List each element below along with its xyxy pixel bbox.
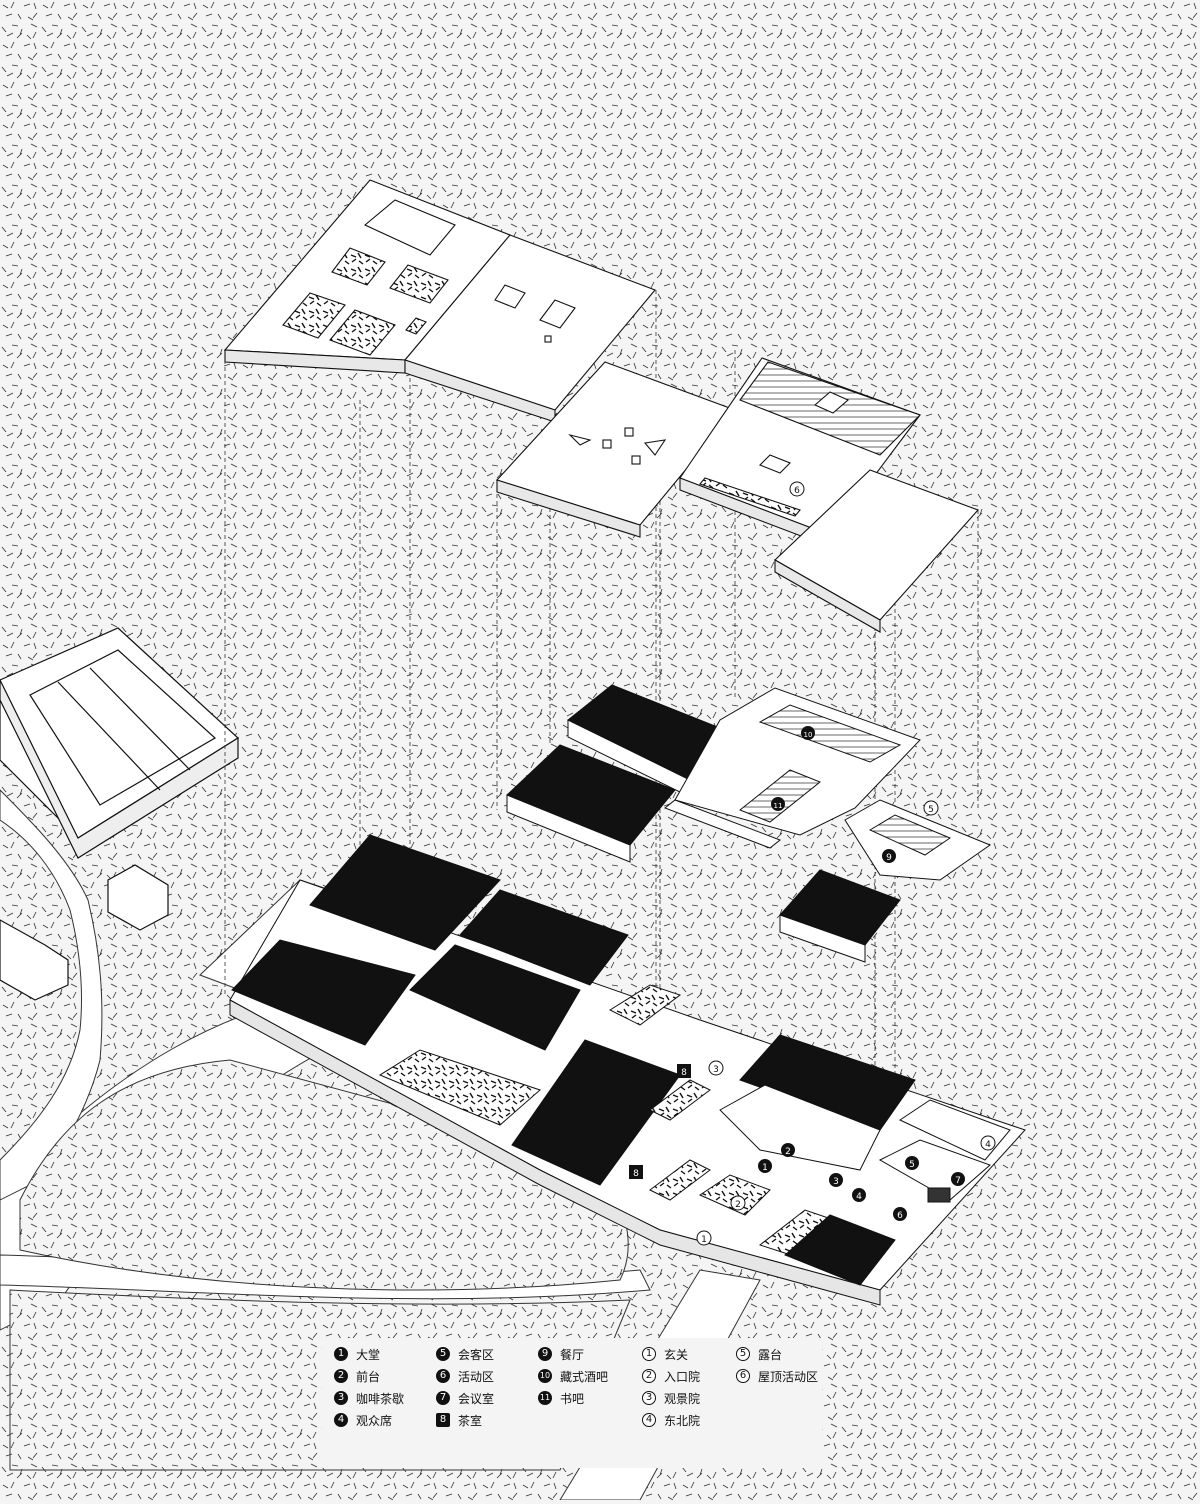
legend-item-5: 5 会客区 bbox=[436, 1344, 494, 1364]
plan-marker-open-1: 1 bbox=[696, 1230, 712, 1246]
legend-item-10: 10 藏式酒吧 bbox=[538, 1369, 609, 1384]
plan-marker-open-2: 2 bbox=[730, 1195, 746, 1211]
svg-text:2: 2 bbox=[735, 1200, 741, 1210]
legend: 1 大堂 2 前台 3 咖啡茶歇 4 观众席 5 会客区 6 活动区 7 会议室… bbox=[322, 1338, 822, 1468]
plan-markers-filled: 1 2 3 4 5 6 7 8 8 9 10 11 bbox=[629, 726, 965, 1221]
svg-text:4: 4 bbox=[856, 1192, 862, 1202]
plan-marker-2: 2 bbox=[781, 1143, 795, 1157]
ground-floor bbox=[229, 834, 1026, 1306]
legend-item-3: 3 咖啡茶歇 bbox=[334, 1388, 404, 1408]
plan-marker-5: 5 bbox=[905, 1156, 919, 1170]
svg-text:1: 1 bbox=[762, 1163, 768, 1173]
plan-marker-open-3: 3 bbox=[708, 1060, 724, 1076]
legend-item-4: 4 观众席 bbox=[334, 1410, 392, 1430]
svg-text:1: 1 bbox=[701, 1235, 707, 1245]
plan-marker-6: 6 bbox=[893, 1207, 907, 1221]
svg-text:11: 11 bbox=[774, 802, 783, 810]
plan-marker-open-5: 5 bbox=[923, 800, 939, 816]
legend-outdoor-2: 2 入口院 bbox=[642, 1366, 700, 1386]
svg-text:3: 3 bbox=[713, 1065, 719, 1075]
legend-outdoor-4: 4 东北院 bbox=[642, 1410, 700, 1430]
legend-outdoor-1: 1 玄关 bbox=[642, 1344, 688, 1364]
roof-level bbox=[223, 179, 979, 633]
svg-text:6: 6 bbox=[897, 1211, 903, 1221]
svg-text:5: 5 bbox=[928, 805, 934, 815]
plan-marker-1: 1 bbox=[758, 1159, 772, 1173]
plan-marker-4: 4 bbox=[852, 1188, 866, 1202]
legend-item-9: 9 餐厅 bbox=[538, 1344, 584, 1364]
svg-text:6: 6 bbox=[794, 486, 800, 496]
svg-text:10: 10 bbox=[804, 731, 813, 739]
legend-outdoor-3: 3 观景院 bbox=[642, 1388, 700, 1408]
plan-marker-3: 3 bbox=[829, 1173, 843, 1187]
plan-marker-open-4: 4 bbox=[980, 1135, 996, 1151]
legend-item-7: 7 会议室 bbox=[436, 1388, 494, 1408]
plan-marker-open-6: 6 bbox=[789, 481, 805, 497]
svg-text:3: 3 bbox=[833, 1177, 839, 1187]
legend-item-1: 1 大堂 bbox=[334, 1344, 380, 1364]
plan-marker-9: 9 bbox=[882, 849, 896, 863]
legend-outdoor-5: 5 露台 bbox=[736, 1344, 782, 1364]
legend-outdoor-6: 6 屋顶活动区 bbox=[736, 1366, 818, 1386]
svg-text:5: 5 bbox=[909, 1160, 915, 1170]
legend-item-11: 11 书吧 bbox=[538, 1391, 585, 1406]
legend-item-8: 8 茶室 bbox=[436, 1410, 482, 1430]
plan-marker-8b: 8 bbox=[629, 1165, 643, 1179]
plan-marker-8a: 8 bbox=[677, 1064, 691, 1078]
svg-text:4: 4 bbox=[985, 1140, 991, 1150]
svg-text:2: 2 bbox=[785, 1147, 791, 1157]
plan-markers-open: 1 2 3 4 5 6 bbox=[696, 481, 996, 1246]
upper-floor bbox=[506, 684, 992, 963]
plan-marker-10: 10 bbox=[801, 726, 815, 740]
neighbour-buildings bbox=[0, 627, 239, 1001]
legend-item-6: 6 活动区 bbox=[436, 1366, 494, 1386]
plan-marker-11: 11 bbox=[771, 797, 785, 811]
legend-item-2: 2 前台 bbox=[334, 1366, 380, 1386]
plan-marker-7: 7 bbox=[951, 1172, 965, 1186]
svg-text:8: 8 bbox=[633, 1169, 639, 1179]
svg-text:8: 8 bbox=[681, 1068, 687, 1078]
svg-text:7: 7 bbox=[955, 1176, 961, 1186]
svg-text:9: 9 bbox=[886, 853, 892, 863]
